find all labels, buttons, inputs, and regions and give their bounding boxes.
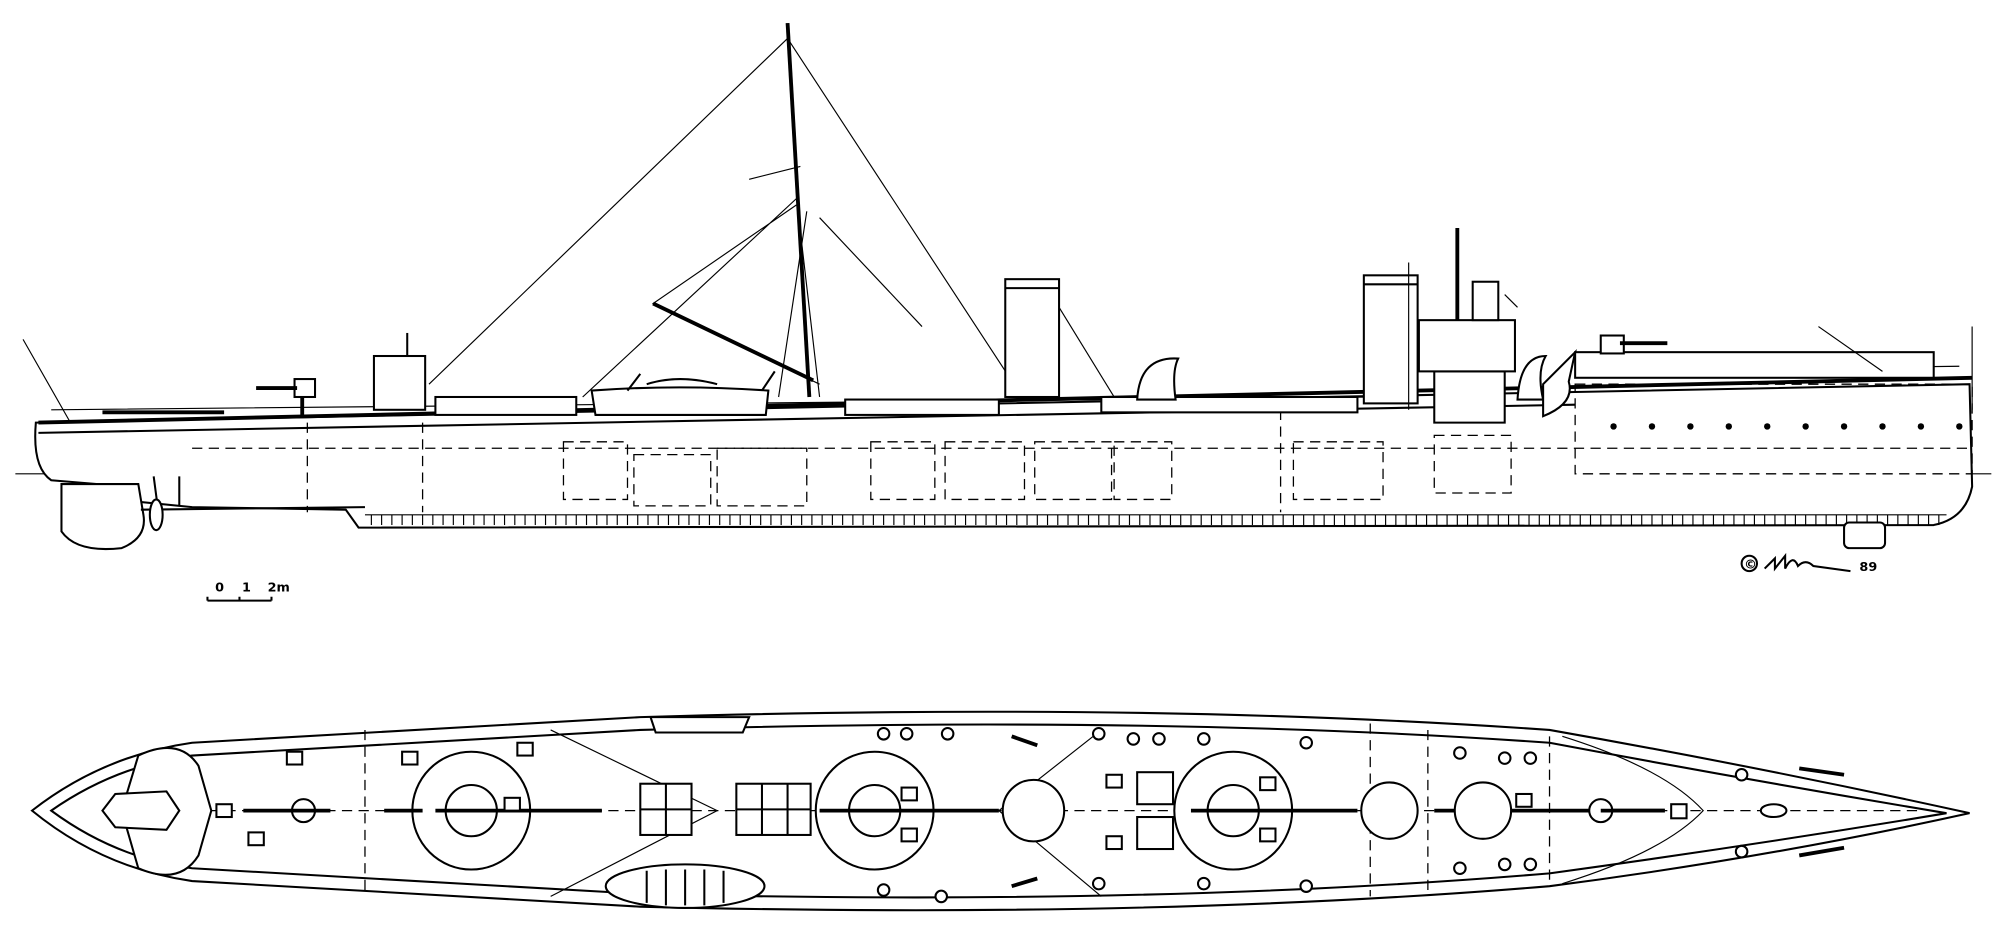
signature: © 89 bbox=[1740, 552, 1877, 575]
portholes bbox=[1610, 423, 1963, 430]
funnel-aft-top bbox=[1001, 778, 1066, 843]
side-elevation bbox=[15, 22, 1992, 551]
funnel-fore-top bbox=[1360, 781, 1419, 840]
signature-year: 89 bbox=[1859, 560, 1877, 575]
plan-view bbox=[30, 710, 1970, 912]
funnel-aft bbox=[1004, 278, 1061, 399]
bridge-top bbox=[1453, 781, 1513, 840]
scale-tick-0: 0 bbox=[215, 581, 224, 596]
propeller bbox=[148, 498, 164, 532]
hull-profile bbox=[34, 383, 1974, 529]
deck-fittings bbox=[215, 726, 1749, 904]
scale-tick-1: 1 bbox=[242, 581, 251, 596]
searchlight-platform bbox=[372, 354, 427, 411]
gun-fore bbox=[1599, 334, 1668, 355]
scale-bar: 0 1 2m bbox=[206, 581, 290, 602]
gun-aft bbox=[256, 378, 317, 417]
forecastle-deckhouse bbox=[1574, 351, 1935, 379]
deck-house bbox=[434, 395, 578, 416]
ventilator bbox=[1136, 357, 1180, 401]
lifeboat bbox=[590, 386, 770, 416]
frame-ticks bbox=[370, 514, 1940, 526]
hatches bbox=[639, 771, 1175, 851]
rudder bbox=[60, 483, 145, 551]
bow-foot bbox=[1843, 521, 1887, 550]
bridge bbox=[1433, 370, 1506, 424]
funnel-fore bbox=[1362, 274, 1419, 405]
main-mast bbox=[785, 22, 812, 398]
plan-guns bbox=[243, 734, 1845, 889]
scale-tick-2: 2m bbox=[268, 581, 290, 596]
copyright-mark: © bbox=[1744, 558, 1757, 573]
